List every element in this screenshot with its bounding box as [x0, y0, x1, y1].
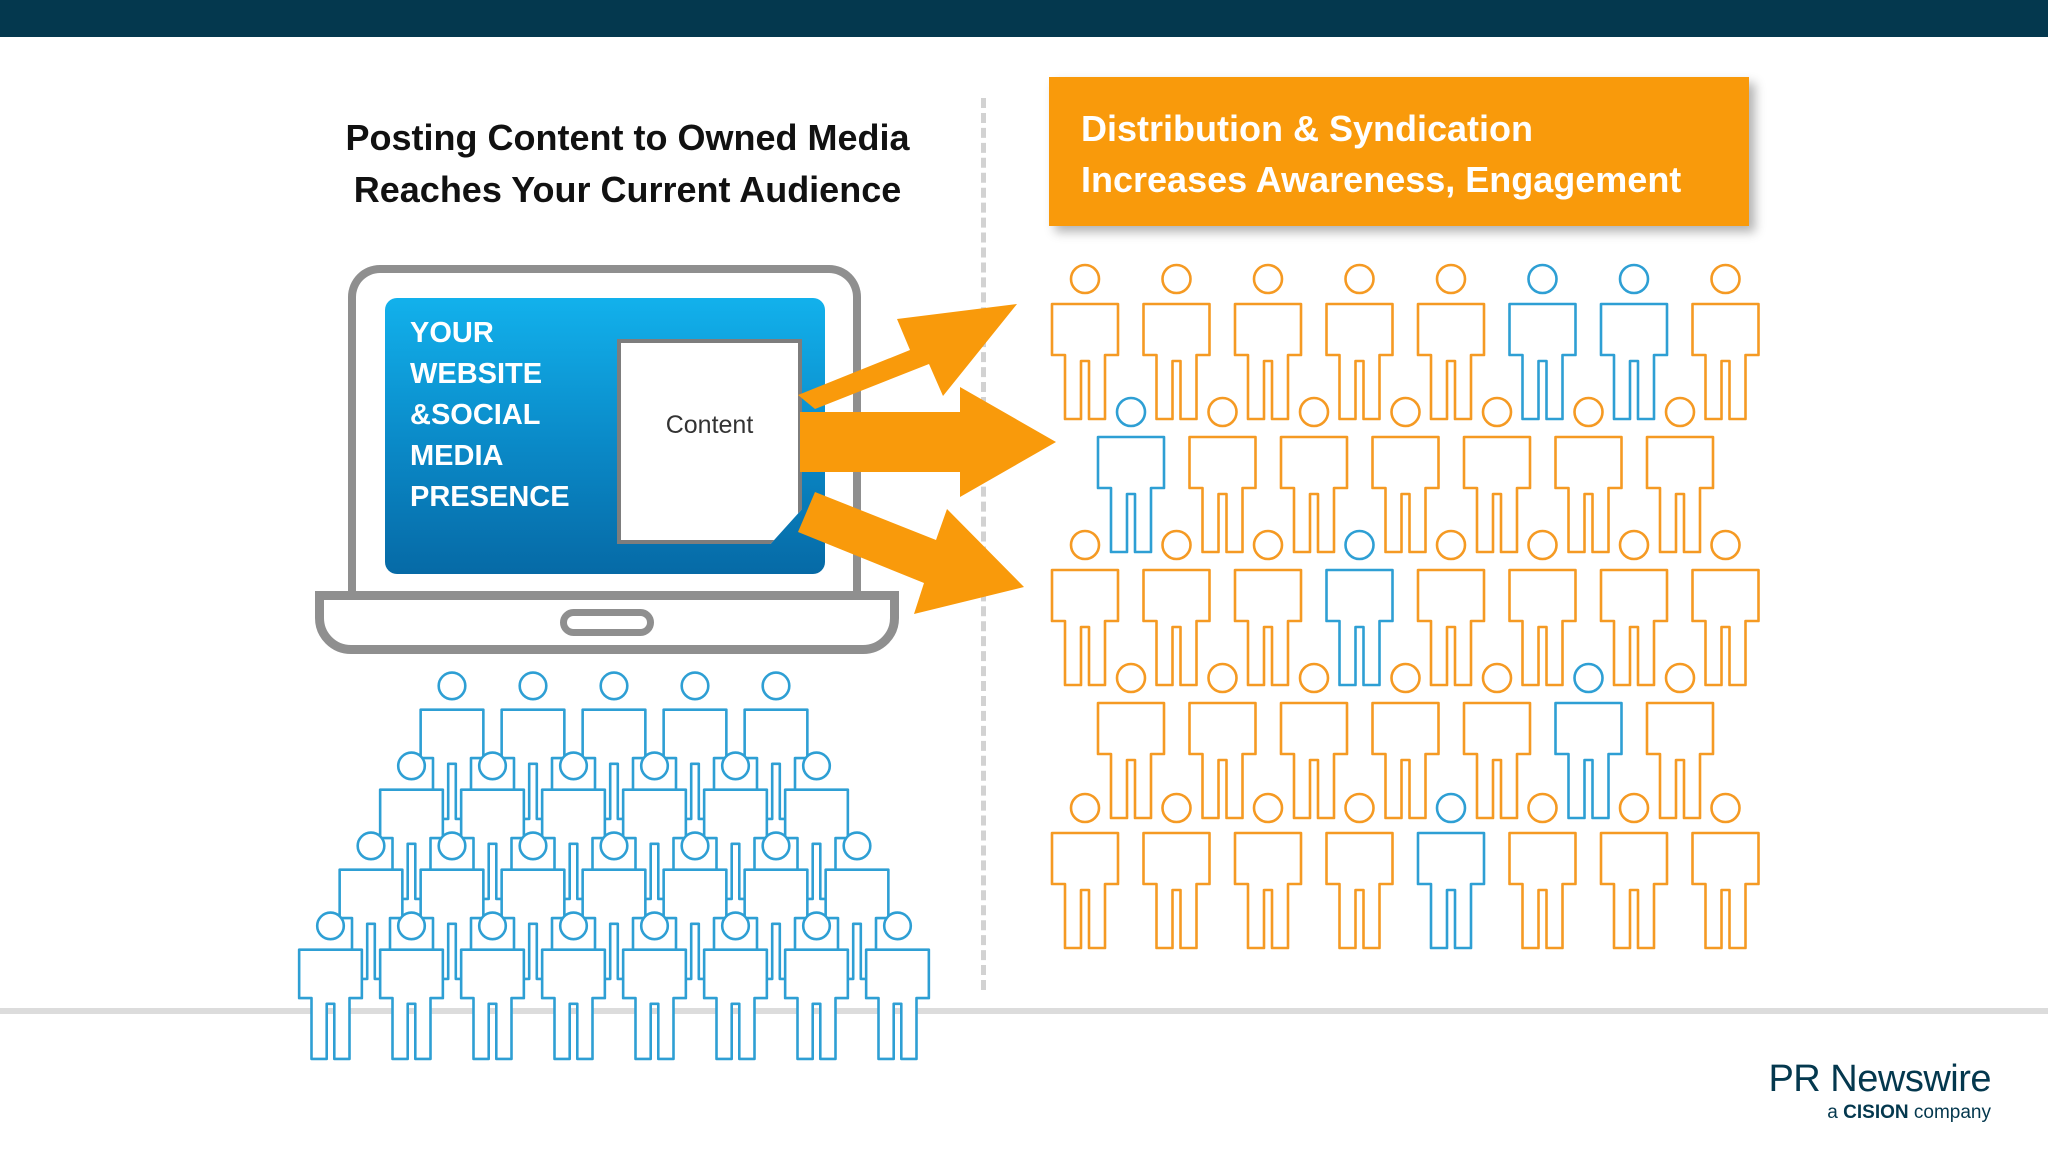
syndicated-audience-person-icon	[1599, 529, 1669, 687]
screen-line-4: MEDIA	[410, 440, 504, 472]
laptop-base	[315, 591, 899, 654]
syndicated-audience-person-icon	[1691, 263, 1760, 421]
syndicated-audience-person-icon	[1645, 396, 1715, 554]
screen-line-3: &SOCIAL	[410, 399, 541, 431]
syndicated-audience-person-icon	[1096, 662, 1166, 820]
left-heading-line2: Reaches Your Current Audience	[353, 169, 902, 210]
syndicated-audience-person-icon	[1371, 662, 1440, 820]
syndicated-audience-person-icon	[1188, 396, 1257, 554]
syndicated-audience-person-icon	[1416, 529, 1486, 687]
arrow-icon-bottom	[798, 492, 1024, 614]
syndicated-audience-person-icon	[1645, 662, 1715, 820]
syndicated-audience-person-icon	[1050, 529, 1120, 687]
pr-newswire-logo: PR Newswire	[1768, 1058, 1991, 1100]
syndicated-audience-person-icon	[1599, 263, 1669, 421]
dashed-divider	[981, 98, 986, 990]
footer-line	[0, 1008, 2048, 1014]
syndicated-audience-person-icon	[1691, 792, 1760, 950]
syndicated-audience-person-icon	[1142, 792, 1211, 950]
syndicated-audience-person-icon	[1462, 396, 1532, 554]
syndicated-audience-person-icon	[1325, 792, 1394, 950]
syndicated-audience-person-icon	[1325, 529, 1394, 687]
document-icon	[617, 339, 802, 544]
syndicated-audience-person-icon	[1691, 529, 1760, 687]
screen-line-5: PRESENCE	[410, 481, 570, 513]
right-heading-line1: Distribution & Syndication	[1081, 108, 1534, 149]
syndicated-audience-person-icon	[1554, 396, 1623, 554]
top-bar	[0, 0, 2048, 37]
arrow-icon-top	[798, 304, 1017, 409]
syndicated-audience-person-icon	[1279, 662, 1349, 820]
right-heading-box: Distribution & Syndication Increases Awa…	[1049, 77, 1749, 226]
syndicated-audience-person-icon	[1050, 263, 1120, 421]
arrow-icon-middle	[800, 387, 1056, 497]
syndicated-audience-person-icon	[1325, 263, 1394, 421]
logo-tagline-prefix: a	[1827, 1102, 1838, 1123]
syndicated-audience-person-icon	[1188, 662, 1257, 820]
syndicated-audience-person-icon	[1508, 529, 1577, 687]
syndicated-audience-person-icon	[1416, 263, 1486, 421]
syndicated-audience-person-icon	[1599, 792, 1669, 950]
syndicated-audience-person-icon	[1050, 792, 1120, 950]
screen-line-2: WEBSITE	[410, 358, 543, 390]
syndicated-audience-person-icon	[1416, 792, 1486, 950]
syndicated-audience-person-icon	[1462, 662, 1532, 820]
syndicated-audience-person-icon	[1233, 792, 1303, 950]
laptop-trackpad	[560, 609, 654, 636]
syndicated-audience-person-icon	[1142, 529, 1211, 687]
syndicated-audience-person-icon	[1142, 263, 1211, 421]
syndicated-audience-person-icon	[1371, 396, 1440, 554]
right-heading-line2: Increases Awareness, Engagement	[1081, 159, 1682, 200]
syndicated-audience-person-icon	[1096, 396, 1166, 554]
syndicated-audience-person-icon	[1233, 263, 1303, 421]
content-label: Content	[665, 411, 754, 439]
cision-brand: CISION	[1843, 1102, 1909, 1123]
syndicated-audience-person-icon	[1233, 529, 1303, 687]
left-heading-line1: Posting Content to Owned Media	[345, 117, 910, 158]
syndicated-audience-person-icon	[1508, 792, 1577, 950]
screen-text: YOUR WEBSITE &SOCIAL MEDIA PRESENCE	[410, 313, 580, 518]
logo-tagline: a CISION company	[1827, 1102, 1991, 1124]
logo-tagline-suffix: company	[1913, 1102, 1991, 1123]
left-heading: Posting Content to Owned Media Reaches Y…	[270, 112, 985, 216]
syndicated-audience-person-icon	[1279, 396, 1349, 554]
screen-line-1: YOUR	[410, 317, 494, 349]
syndicated-audience-person-icon	[1508, 263, 1577, 421]
syndicated-audience-person-icon	[1554, 662, 1623, 820]
